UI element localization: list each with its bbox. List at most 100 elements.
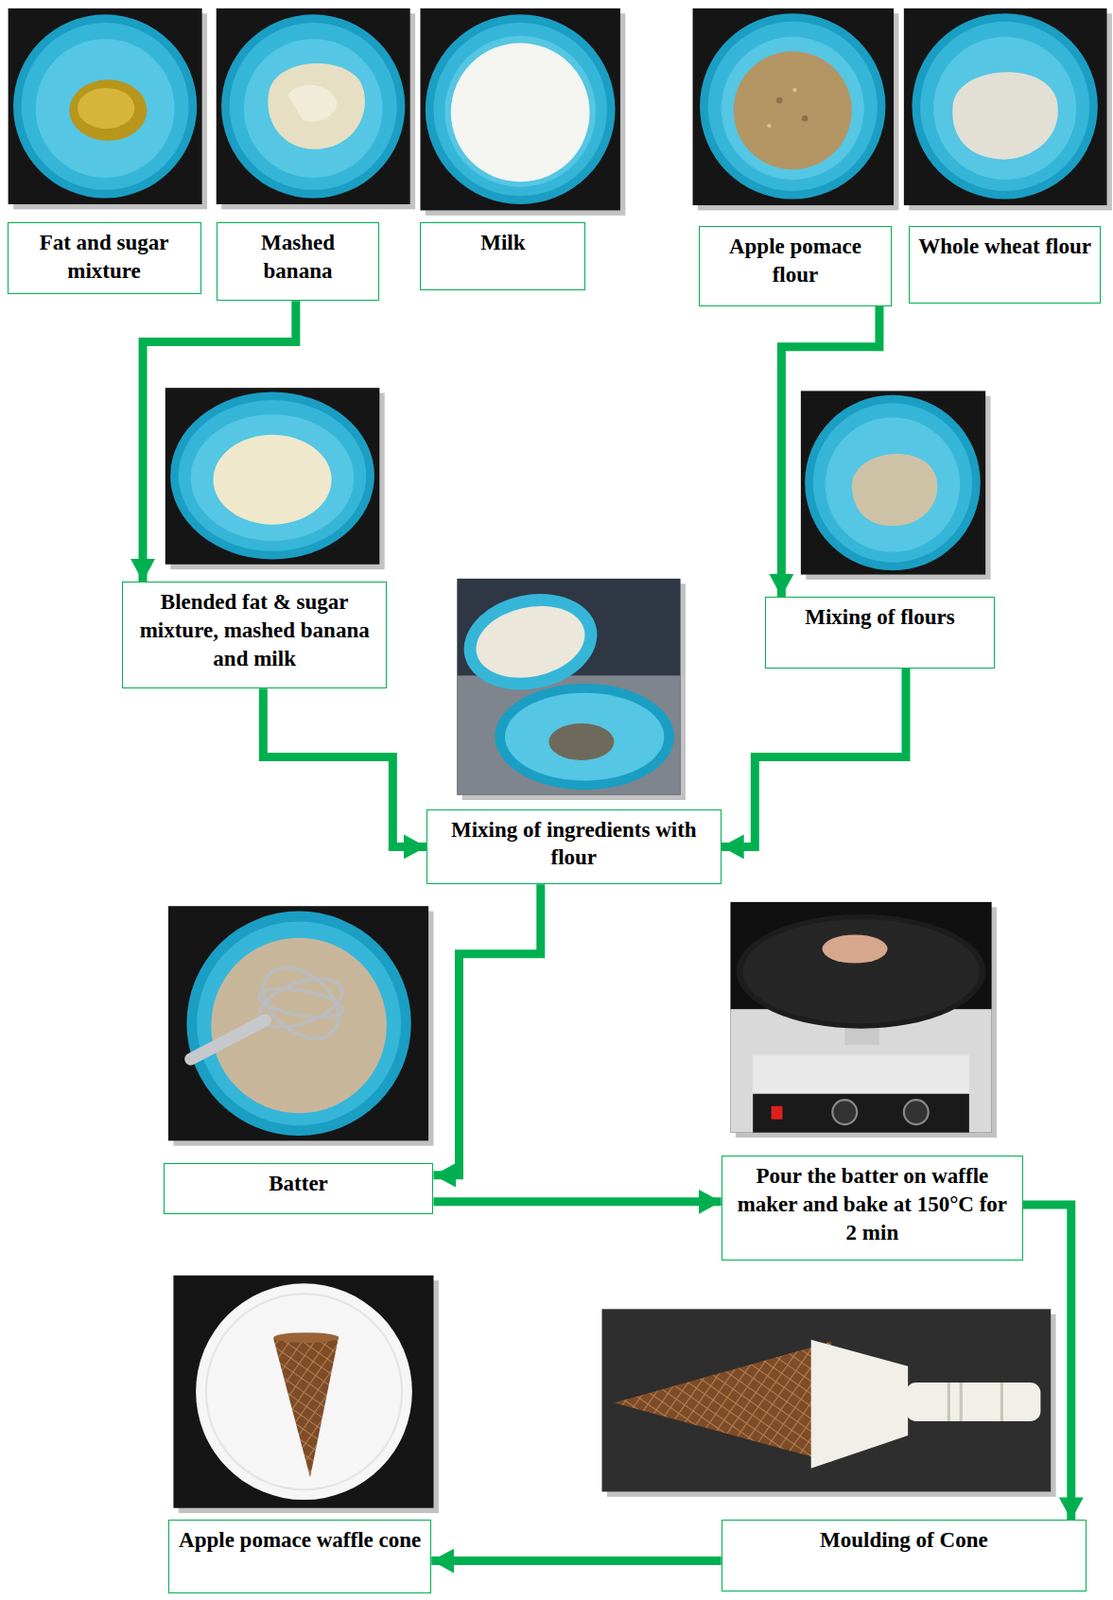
banana-photo (221, 14, 405, 198)
waffle-maker-photo (730, 902, 992, 1133)
apple-pomace-flour-photo (693, 8, 895, 206)
banana-photo (216, 8, 416, 210)
step-box: Apple pomace flour (698, 226, 892, 306)
step-box: Blended fat & sugar mixture, mashed bana… (121, 581, 386, 689)
step-box: Moulding of Cone (721, 1519, 1087, 1592)
banana-photo (216, 8, 411, 205)
flow-arrow (433, 884, 540, 1175)
flow-arrow (433, 1197, 721, 1206)
step-box: Whole wheat flour (908, 226, 1101, 304)
apple-pomace-flour-photo (801, 115, 808, 122)
banana-photo (267, 63, 366, 150)
waffle-maker-photo (730, 902, 997, 1138)
milk-photo (419, 8, 620, 211)
mixing-photo (456, 675, 680, 795)
finished-cone-photo (273, 1332, 339, 1343)
mixing-photo (454, 578, 686, 800)
mixing-photo (548, 723, 614, 761)
milk-photo (425, 14, 616, 205)
step-box: Apple pomace waffle cone (168, 1519, 432, 1594)
apple-pomace-flour-photo (721, 36, 865, 180)
cone-moulding-photo (1000, 1382, 1004, 1422)
fat-sugar-photo (21, 22, 190, 191)
whole-wheat-flour-photo (952, 71, 1059, 160)
mixed-flours-photo (800, 390, 986, 574)
step-label: Batter (173, 1169, 425, 1199)
banana-photo (229, 22, 398, 191)
step-label: Whole wheat flour (918, 232, 1092, 261)
fat-sugar-photo (8, 8, 208, 210)
cone-moulding-photo (947, 1382, 951, 1422)
milk-photo (451, 43, 591, 183)
step-label: Blended fat & sugar mixture, mashed bana… (131, 588, 377, 674)
step-label: Mashed banana (226, 228, 371, 286)
step-box: Pour the batter on waffle maker and bake… (721, 1155, 1024, 1261)
batter-photo (253, 969, 348, 1038)
whole-wheat-flour-photo (904, 8, 1113, 211)
waffle-maker-photo (736, 914, 986, 1029)
mixed-flours-photo (804, 395, 981, 572)
fat-sugar-photo (69, 79, 147, 141)
cone-moulding-photo (905, 1382, 1041, 1422)
apple-pomace-flour-photo (699, 13, 886, 199)
banana-photo (243, 38, 383, 178)
fat-sugar-photo (35, 38, 175, 178)
finished-cone-photo (206, 1293, 402, 1490)
apple-pomace-flour-photo (708, 21, 878, 192)
blended-mixture-photo (212, 434, 331, 525)
cone-moulding-photo (602, 1308, 1052, 1492)
waffle-maker-photo (752, 1055, 970, 1133)
batter-photo (186, 911, 411, 1136)
whole-wheat-flour-photo (904, 8, 1108, 206)
mixing-photo (469, 596, 592, 688)
batter-photo (191, 1020, 266, 1060)
waffle-maker-photo (742, 919, 979, 1024)
fat-sugar-photo (77, 87, 135, 129)
step-label: Apple pomace flour (708, 232, 883, 290)
banana-photo (287, 85, 337, 122)
mixing-photo (494, 683, 675, 790)
step-box: Mashed banana (216, 222, 381, 301)
whole-wheat-flour-photo (933, 36, 1077, 180)
batter-photo (168, 905, 434, 1147)
flow-arrow (721, 668, 906, 848)
milk-photo (444, 35, 596, 188)
cone-moulding-photo (959, 1382, 963, 1422)
waffle-maker-photo (832, 1099, 857, 1125)
apple-pomace-flour-photo (766, 123, 771, 128)
batter-photo (249, 953, 352, 1053)
finished-cone-photo (173, 1275, 438, 1513)
apple-pomace-flour-photo (733, 51, 853, 170)
apple-pomace-flour-photo (776, 97, 783, 104)
cone-moulding-photo (811, 1339, 908, 1469)
blended-mixture-photo (170, 391, 375, 559)
waffle-maker-photo (771, 1106, 783, 1120)
flow-arrow (431, 1556, 721, 1566)
step-label: Milk (429, 228, 576, 258)
mixing-photo (504, 693, 664, 782)
blended-mixture-photo (178, 399, 367, 552)
flow-arrow (262, 688, 427, 847)
step-label: Moulding of Cone (730, 1526, 1078, 1555)
finished-cone-photo (273, 1336, 339, 1478)
step-label: Fat and sugar mixture (17, 228, 192, 286)
blended-mixture-photo (165, 387, 381, 565)
waffle-maker-photo (752, 1094, 970, 1133)
waffle-maker-photo (904, 1099, 929, 1125)
batter-photo (168, 905, 429, 1141)
apple-pomace-flour-photo (792, 87, 797, 92)
step-box: Mixing of flours (765, 596, 995, 669)
batter-photo (196, 921, 401, 1126)
step-box: Batter (163, 1163, 435, 1215)
batter-photo (249, 953, 352, 1053)
mixed-flours-photo (852, 453, 939, 526)
milk-photo (434, 22, 608, 196)
finished-cone-photo (195, 1283, 413, 1500)
step-box: Mixing of ingredients with flour (426, 809, 722, 886)
step-box: Milk (419, 222, 586, 291)
cone-moulding-photo (613, 1341, 832, 1462)
step-box: Fat and sugar mixture (7, 222, 202, 295)
fat-sugar-photo (8, 8, 203, 205)
